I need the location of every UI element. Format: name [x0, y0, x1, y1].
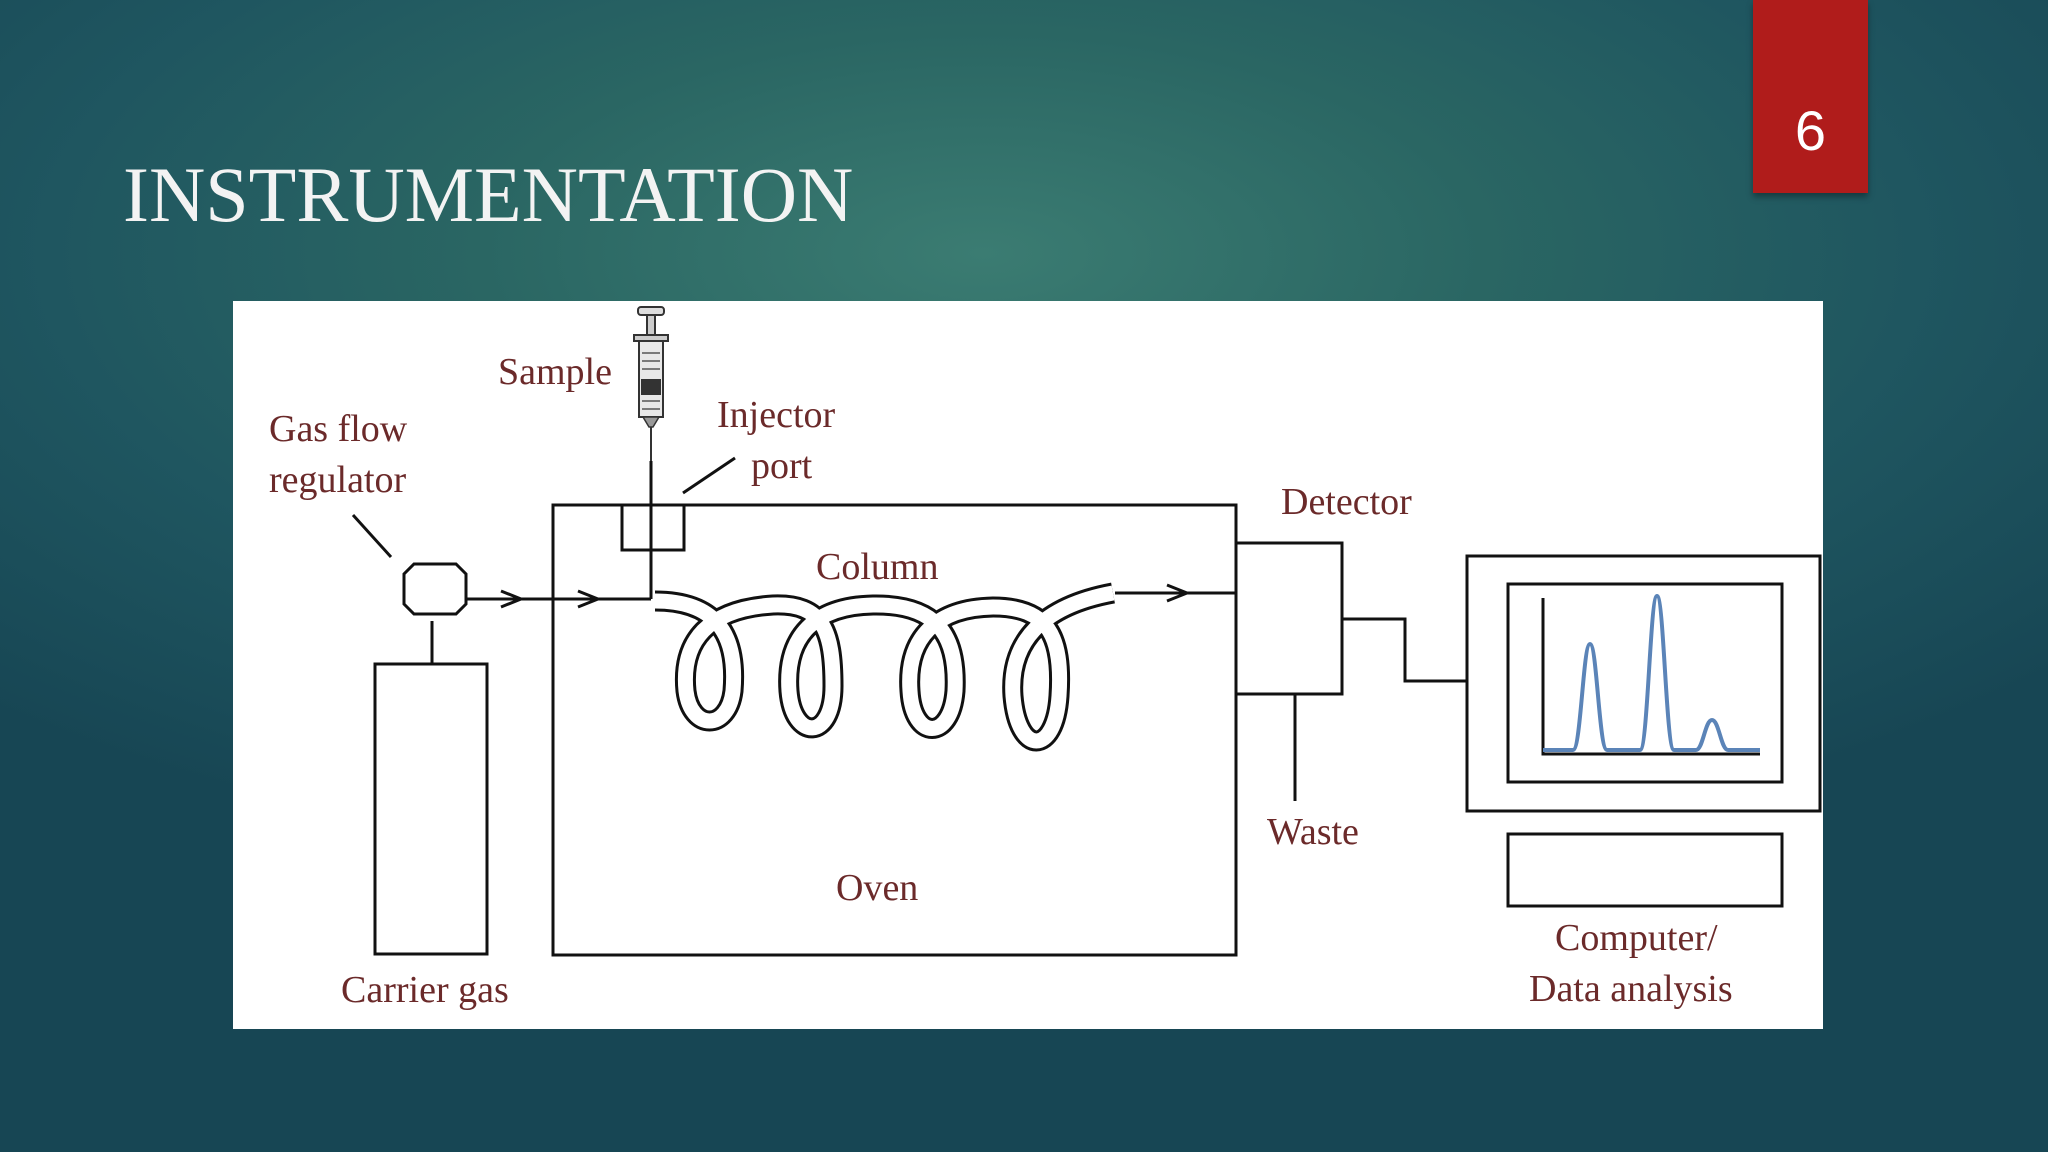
slide-title: INSTRUMENTATION: [123, 151, 854, 238]
label-gas-flow: Gas flow: [269, 408, 408, 450]
diagram-canvas: Sample Gas flow regulator Injector port …: [269, 306, 1822, 1011]
gas-flow-regulator: [402, 562, 468, 616]
label-port: port: [751, 445, 813, 487]
oven-box: [551, 503, 1238, 957]
flow-arrow-2: [577, 589, 603, 609]
detector-box: [1234, 541, 1344, 696]
label-waste: Waste: [1267, 811, 1359, 853]
label-carrier-gas: Carrier gas: [341, 969, 509, 1011]
injector-port: [620, 503, 686, 552]
flow-arrow-1: [500, 589, 526, 609]
flow-arrow-3: [1166, 583, 1192, 603]
label-data-analysis: Data analysis: [1529, 968, 1733, 1010]
gc-instrument-diagram: Sample Gas flow regulator Injector port …: [233, 301, 1823, 1029]
regulator-pointer: [351, 513, 393, 559]
slide-number-badge: 6: [1753, 0, 1868, 193]
injector-pointer: [682, 456, 736, 495]
carrier-gas-cylinder: [373, 662, 489, 956]
detector-computer-line: [1342, 617, 1467, 683]
computer-monitor: [1465, 554, 1822, 813]
computer-keyboard: [1506, 832, 1784, 908]
label-injector: Injector: [717, 394, 836, 436]
label-sample: Sample: [498, 351, 612, 393]
column-coil: [654, 582, 1116, 752]
monitor-screen: [1506, 582, 1784, 784]
label-detector: Detector: [1281, 481, 1412, 523]
syringe-icon: [633, 306, 669, 461]
label-oven: Oven: [836, 867, 918, 909]
label-regulator: regulator: [269, 459, 407, 501]
label-computer: Computer/: [1555, 917, 1718, 959]
chromatogram-axes: [1541, 598, 1760, 756]
slide-number: 6: [1794, 99, 1827, 162]
chromatogram-trace: [1543, 593, 1760, 752]
label-column: Column: [816, 546, 938, 588]
